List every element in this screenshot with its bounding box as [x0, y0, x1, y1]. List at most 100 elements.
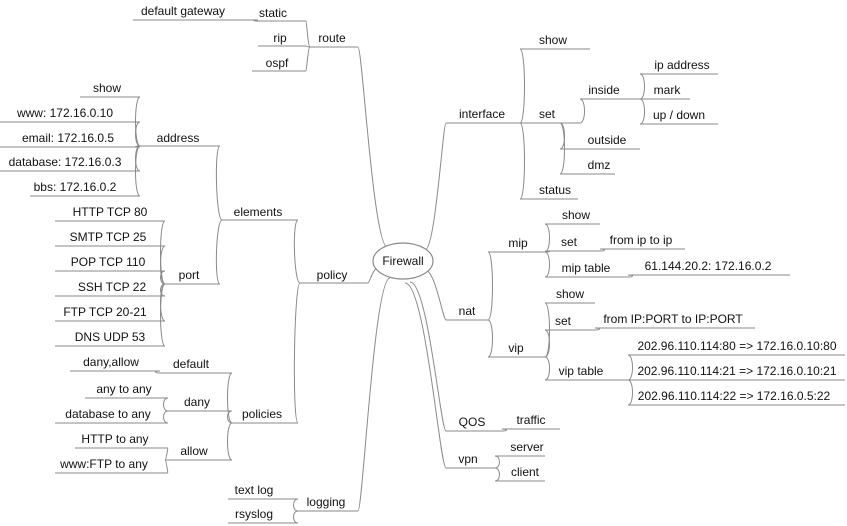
connector-edge [627, 354, 633, 381]
inside-item[interactable]: mark [654, 83, 682, 97]
node-qos[interactable]: QOS [459, 415, 486, 429]
connector-edge [215, 145, 223, 221]
node-outside[interactable]: outside [588, 133, 627, 147]
connector-edge [544, 356, 550, 381]
node-dany[interactable]: dany [184, 395, 210, 409]
connector-edge [639, 73, 645, 100]
mip-set[interactable]: set [561, 235, 578, 249]
mip-set-value[interactable]: from ip to ip [610, 233, 673, 247]
connector-edge [357, 277, 391, 512]
connector-edge [160, 245, 166, 285]
connector-edge [627, 379, 633, 406]
vip-set-value[interactable]: from IP:PORT to IP:PORT [603, 312, 743, 326]
vpn-item[interactable]: server [510, 440, 543, 454]
node-dmz[interactable]: dmz [588, 158, 611, 172]
connector-edge [424, 269, 447, 321]
connector-edge [293, 510, 299, 524]
node-route-static[interactable]: static [259, 6, 287, 20]
node-policy[interactable]: policy [317, 268, 348, 282]
logging-item[interactable]: text log [235, 483, 274, 497]
connector-edge [544, 251, 550, 278]
connector-edge [160, 283, 166, 347]
node-default[interactable]: default [173, 357, 210, 371]
vip-show[interactable]: show [556, 287, 584, 301]
connector-edge [293, 282, 301, 424]
node-mip-table[interactable]: mip table [562, 261, 611, 275]
allow-item[interactable]: HTTP to any [81, 432, 148, 446]
root-node-label[interactable]: Firewall [382, 254, 423, 268]
connector-edge [163, 410, 169, 424]
inside-item[interactable]: ip address [654, 58, 709, 72]
connector-edge [424, 122, 447, 251]
connector-edge [544, 223, 550, 253]
connector-edge [494, 467, 500, 482]
connector-edge [305, 46, 311, 72]
connector-edge [519, 48, 525, 124]
connector-edge [293, 219, 301, 284]
node-default-gateway[interactable]: default gateway [141, 4, 225, 18]
connector-edge [215, 219, 223, 285]
node-elements[interactable]: elements [234, 205, 283, 219]
connector-edge [164, 459, 169, 474]
node-interface[interactable]: interface [459, 107, 505, 121]
address-item[interactable]: email: 172.16.0.5 [22, 131, 114, 145]
node-allow[interactable]: allow [180, 444, 208, 458]
node-address[interactable]: address [157, 131, 200, 145]
dany-item[interactable]: any to any [96, 382, 151, 396]
root-node-ellipse[interactable] [372, 242, 434, 280]
address-item[interactable]: www: 172.16.0.10 [16, 106, 113, 120]
interface-status[interactable]: status [539, 183, 571, 197]
node-interface-set[interactable]: set [539, 107, 556, 121]
connector-edge [544, 329, 550, 358]
node-port[interactable]: port [179, 268, 200, 282]
node-mip[interactable]: mip [508, 236, 528, 250]
vip-table-item[interactable]: 202.96.110.114:80 => 172.16.0.10:80 [637, 339, 836, 353]
address-item[interactable]: database: 172.16.0.3 [9, 155, 122, 169]
node-route-ospf[interactable]: ospf [266, 56, 289, 70]
connector-edge [164, 447, 169, 461]
node-route-rip[interactable]: rip [273, 31, 287, 45]
connector-edge [357, 46, 389, 249]
node-vpn[interactable]: vpn [458, 452, 477, 466]
allow-item[interactable]: www:FTP to any [59, 457, 148, 471]
vip-table-item[interactable]: 202.96.110.114:21 => 172.16.0.10:21 [637, 364, 836, 378]
default-item[interactable]: dany,allow [83, 355, 139, 369]
port-item[interactable]: DNS UDP 53 [75, 330, 146, 344]
vip-set[interactable]: set [555, 314, 572, 328]
qos-traffic[interactable]: traffic [516, 413, 545, 427]
port-item[interactable]: POP TCP 110 [71, 255, 146, 269]
node-logging[interactable]: logging [307, 495, 346, 509]
address-item[interactable]: show [93, 81, 121, 95]
interface-show[interactable]: show [539, 33, 567, 47]
node-policies[interactable]: policies [242, 407, 282, 421]
connector-edge [293, 498, 299, 512]
node-nat[interactable]: nat [459, 304, 476, 318]
mip-table-value[interactable]: 61.144.20.2: 172.16.0.2 [645, 259, 772, 273]
node-inside[interactable]: inside [588, 83, 620, 97]
port-item[interactable]: SSH TCP 22 [78, 280, 147, 294]
address-item[interactable]: bbs: 172.16.0.2 [34, 180, 117, 194]
inside-item[interactable]: up / down [653, 108, 705, 122]
connector-edge [404, 282, 447, 469]
vip-table-item[interactable]: 202.96.110.114:22 => 172.16.0.5:22 [638, 389, 831, 403]
mip-show[interactable]: show [562, 208, 590, 222]
node-route[interactable]: route [318, 31, 346, 45]
vpn-item[interactable]: client [511, 465, 540, 479]
connector-edge [227, 372, 233, 424]
node-vip-table[interactable]: vip table [559, 364, 604, 378]
node-vip[interactable]: vip [508, 341, 524, 355]
port-item[interactable]: FTP TCP 20-21 [63, 305, 147, 319]
port-item[interactable]: SMTP TCP 25 [70, 230, 147, 244]
connector-edge [135, 121, 141, 147]
connector-edge [494, 455, 500, 469]
port-item[interactable]: HTTP TCP 80 [73, 205, 148, 219]
connector-edge [163, 397, 169, 412]
connector-edge [160, 220, 166, 285]
connector-edge [409, 281, 447, 432]
connector-edge [639, 98, 645, 125]
connector-edge [227, 422, 233, 461]
logging-item[interactable]: rsyslog [235, 507, 273, 521]
dany-item[interactable]: database to any [65, 407, 150, 421]
connector-edge [579, 98, 585, 124]
